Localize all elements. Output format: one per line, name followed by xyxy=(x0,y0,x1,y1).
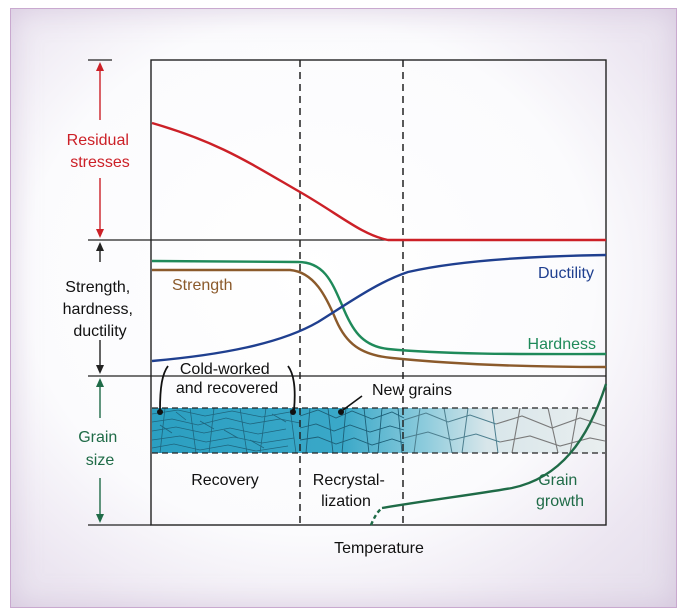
cold-worked-label: Cold-worked and recovered xyxy=(176,361,278,397)
ductility-curve-label: Ductility xyxy=(538,265,594,282)
grain-growth-curve xyxy=(381,383,608,510)
hardness-curve xyxy=(151,259,607,356)
new-grains-label: New grains xyxy=(372,382,452,399)
strength-hardness-ductility-label: Strength, hardness, ductility xyxy=(63,279,138,340)
stage-boundaries xyxy=(299,60,404,525)
left-bracket-ticks xyxy=(88,59,151,526)
x-axis-label: Temperature xyxy=(334,540,424,557)
grain-growth-label: Grain growth xyxy=(536,472,584,510)
residual-stress-curve xyxy=(151,121,606,242)
new-grains-marker xyxy=(338,409,344,415)
strength-curve-label: Strength xyxy=(172,277,232,294)
grain-microstructure-strip xyxy=(152,408,605,453)
grain-growth-curve-dashed xyxy=(369,507,383,526)
new-grains-pointer xyxy=(342,395,363,411)
strength-curve xyxy=(152,268,607,369)
grain-size-label: Grain size xyxy=(78,429,122,469)
grain-size-arrow xyxy=(96,378,104,523)
residual-arrow xyxy=(96,62,104,238)
cold-worked-pointers xyxy=(159,365,296,411)
cold-worked-markers xyxy=(157,409,296,415)
hardness-curve-label: Hardness xyxy=(528,336,596,353)
recrystallization-label: Recrystal- lization xyxy=(313,472,389,510)
strength-arrow xyxy=(96,242,104,374)
ductility-curve xyxy=(151,253,607,363)
recovery-label: Recovery xyxy=(191,472,259,489)
residual-stresses-label: Residual stresses xyxy=(67,132,134,171)
grain-strip-borders xyxy=(152,407,605,454)
plot-frame xyxy=(150,59,607,526)
